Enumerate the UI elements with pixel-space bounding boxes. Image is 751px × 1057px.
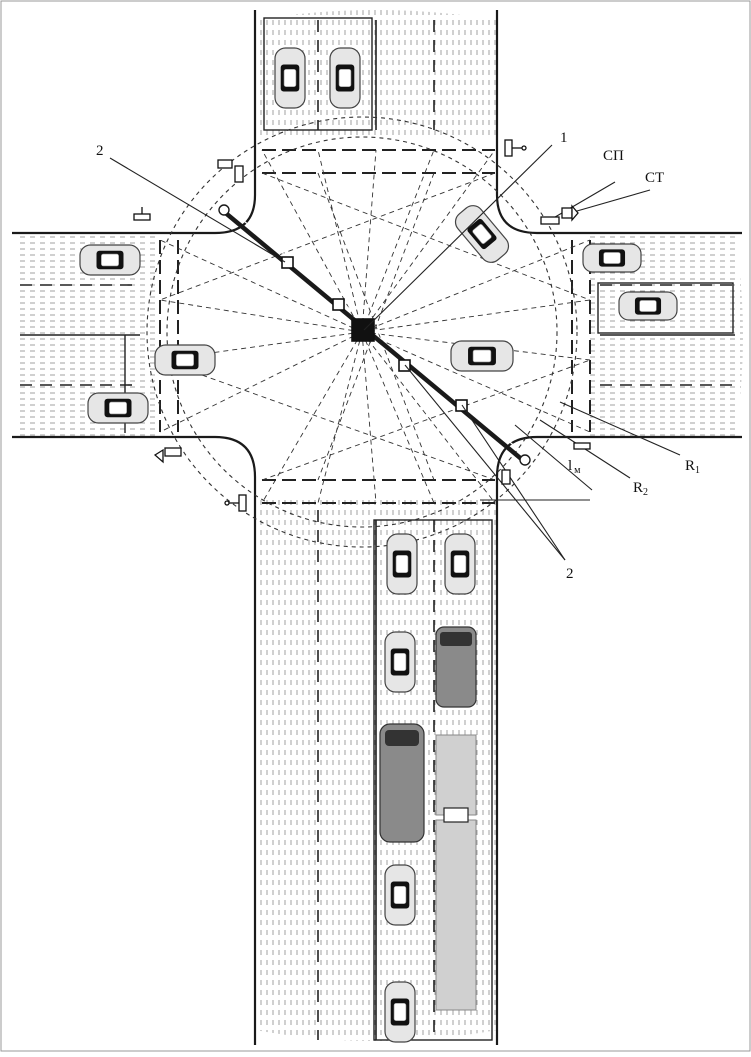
signal-sw-icon <box>224 494 247 512</box>
signal-se-icon <box>501 469 511 485</box>
beam-end-node-se <box>519 454 531 466</box>
beam-ray <box>361 331 435 504</box>
car-icon <box>274 47 306 109</box>
beam-ray <box>159 299 363 333</box>
beam-ray <box>261 172 591 301</box>
sensor-beams <box>159 149 591 504</box>
curb-ne <box>495 10 742 235</box>
sensor-nodes <box>281 256 468 412</box>
beam-ray <box>317 331 363 504</box>
road-surface-hatching <box>15 10 743 1041</box>
label-st: СТ <box>645 170 664 186</box>
beam-ray <box>159 359 496 481</box>
beam-ray <box>159 172 496 301</box>
beam-ray <box>361 331 496 504</box>
beam-ray <box>361 149 496 333</box>
car-icon <box>384 631 416 693</box>
car-icon <box>450 340 514 372</box>
car-icon <box>454 205 510 263</box>
car-icon <box>444 533 476 595</box>
beam-ray <box>361 149 435 333</box>
beam-ray <box>361 299 591 333</box>
label-1: 1 <box>560 130 568 146</box>
label-2-bottom: 2 <box>566 566 574 582</box>
car-icon <box>329 47 361 109</box>
camera-sw-icon <box>153 447 182 464</box>
vehicles <box>79 47 678 1043</box>
car-icon <box>386 533 418 595</box>
label-r1: R1 <box>685 458 700 476</box>
beam-ray <box>159 239 363 333</box>
van-icon <box>379 723 425 843</box>
label-2-top: 2 <box>96 143 104 159</box>
central-unit <box>351 318 375 342</box>
curb-se <box>495 435 742 1045</box>
curb-sw <box>12 435 257 1045</box>
beam-ray <box>361 239 591 333</box>
beam-ray <box>261 331 363 504</box>
beam-ray <box>261 149 363 333</box>
roadside-devices <box>133 139 591 512</box>
label-r2-main: R <box>633 480 643 496</box>
car-icon <box>618 291 678 321</box>
sensor-post-icon <box>133 207 151 221</box>
beam-ray <box>361 331 591 433</box>
sensor-se-icon <box>573 442 591 450</box>
label-r2: R2 <box>633 480 648 498</box>
radius-r1-circle <box>146 116 578 548</box>
label-lm-main: l <box>568 458 572 474</box>
beam-ray <box>361 149 377 333</box>
st-camera-icon <box>561 204 579 222</box>
label-r1-sub: 1 <box>695 465 700 476</box>
beam-ray <box>361 331 591 361</box>
car-icon <box>79 244 141 276</box>
car-icon <box>384 981 416 1043</box>
label-lm-sub: м <box>574 465 581 476</box>
label-r1-main: R <box>685 458 695 474</box>
beam-ray <box>317 172 435 481</box>
camera-icon <box>217 159 244 183</box>
stop-lines <box>159 149 591 504</box>
car-icon <box>384 864 416 926</box>
sp-sensor-icon <box>540 216 560 225</box>
beam-ray <box>261 359 591 481</box>
beam-ray <box>317 149 363 333</box>
radius-r2-circle <box>166 136 558 528</box>
lane-markings <box>20 17 735 1041</box>
beam-ray <box>159 331 363 361</box>
beam-ray <box>361 331 377 504</box>
curb-nw <box>12 10 257 235</box>
label-r2-sub: 2 <box>643 487 648 498</box>
car-icon <box>154 344 216 376</box>
car-icon <box>87 392 149 424</box>
beam-end-node-nw <box>218 204 230 216</box>
bus-icon <box>435 734 477 1011</box>
beam-ray <box>159 331 363 433</box>
label-sp: СП <box>603 148 624 164</box>
truck-icon <box>435 626 477 708</box>
signal-post-icon <box>504 139 527 157</box>
coverage-circles <box>146 116 578 548</box>
car-icon <box>582 243 642 273</box>
